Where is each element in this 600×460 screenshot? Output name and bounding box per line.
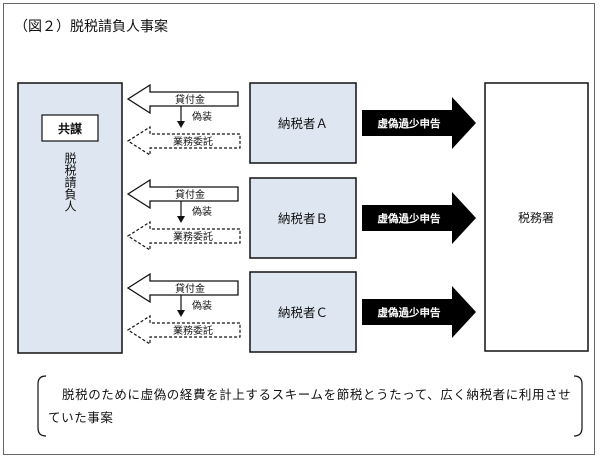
taxpayer-box (249, 177, 357, 259)
loan-label: 貸付金 (175, 282, 205, 295)
false-report-arrow (362, 97, 476, 149)
contract-arrow (126, 314, 241, 346)
disguise-arrow-head (177, 216, 185, 223)
disguise-label: 偽装 (192, 205, 212, 218)
taxpayer-box (249, 271, 357, 353)
taxpayer-name: 納税者Ｃ (278, 305, 328, 320)
contract-arrow (126, 125, 241, 157)
false-report-label: 虚偽過少申告 (378, 306, 441, 319)
collusion-badge-label: 共謀 (58, 121, 83, 136)
taxpayer-name: 納税者Ｂ (278, 211, 328, 226)
contract-arrow (126, 220, 241, 252)
false-report-arrow (362, 192, 476, 244)
false-report-label: 虚偽過少申告 (378, 212, 441, 225)
loan-arrow (126, 272, 239, 304)
loan-arrow (126, 83, 239, 115)
collusion-badge (41, 114, 99, 142)
loan-label: 貸付金 (175, 93, 205, 106)
caption-bracket-right (573, 375, 583, 437)
false-report-label: 虚偽過少申告 (378, 117, 441, 130)
caption-bracket-left (37, 375, 47, 437)
loan-arrow (126, 178, 239, 210)
tax-office-label: 税務署 (518, 211, 554, 225)
figure-frame (3, 3, 595, 455)
loan-label: 貸付金 (175, 188, 205, 201)
disguise-arrow-head (177, 121, 185, 128)
contract-label: 業務委託 (173, 324, 213, 337)
disguise-arrow-head (177, 310, 185, 317)
disguise-label: 偽装 (192, 299, 212, 312)
tax-office-box (484, 82, 589, 352)
figure-title: （図２）脱税請負人事案 (14, 18, 168, 35)
contractor-label: 脱税請負人 (63, 151, 77, 212)
contract-label: 業務委託 (173, 230, 213, 243)
caption-text: 脱税のために虚偽の経費を計上するスキームを節税とうたって、広く納税者に利用させて… (48, 387, 572, 425)
taxpayer-name: 納税者Ａ (278, 116, 328, 131)
disguise-label: 偽装 (192, 110, 212, 123)
taxpayer-box (249, 82, 357, 164)
false-report-arrow (362, 286, 476, 338)
contract-label: 業務委託 (173, 135, 213, 148)
